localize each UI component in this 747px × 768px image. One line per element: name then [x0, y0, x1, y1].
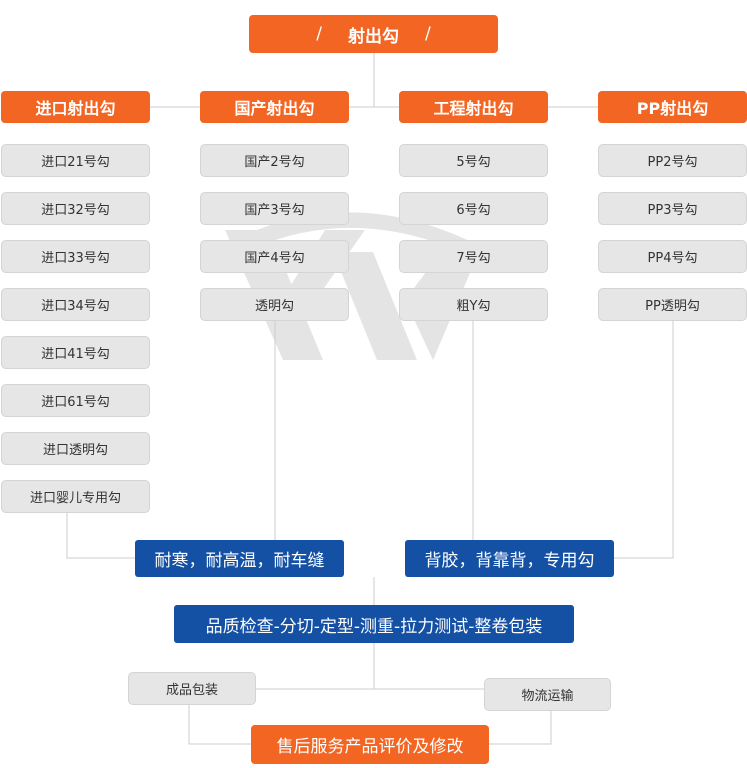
packaging-box: 成品包装: [128, 672, 256, 705]
item-engineering-6: 6号勾: [399, 192, 548, 225]
after-sales-box: 售后服务产品评价及修改: [251, 725, 489, 764]
item-engineering-thick-y: 粗Y勾: [399, 288, 548, 321]
title-slash-left: /: [316, 24, 322, 44]
features-right: 背胶，背靠背，专用勾: [405, 540, 614, 577]
item-pp-4: PP4号勾: [598, 240, 747, 273]
title-text: 射出勾: [348, 26, 399, 47]
title-slash-right: /: [425, 24, 431, 44]
item-imported-transparent: 进口透明勾: [1, 432, 150, 465]
item-imported-41: 进口41号勾: [1, 336, 150, 369]
logistics-box: 物流运输: [484, 678, 611, 711]
title-box: / 射出勾 /: [249, 15, 498, 53]
category-pp: PP射出勾: [598, 91, 747, 123]
item-domestic-4: 国产4号勾: [200, 240, 349, 273]
item-imported-21: 进口21号勾: [1, 144, 150, 177]
item-imported-34: 进口34号勾: [1, 288, 150, 321]
category-engineering: 工程射出勾: [399, 91, 548, 123]
item-domestic-3: 国产3号勾: [200, 192, 349, 225]
item-pp-3: PP3号勾: [598, 192, 747, 225]
features-left: 耐寒，耐高温，耐车缝: [135, 540, 344, 577]
item-imported-33: 进口33号勾: [1, 240, 150, 273]
item-imported-baby: 进口婴儿专用勾: [1, 480, 150, 513]
category-domestic: 国产射出勾: [200, 91, 349, 123]
category-imported: 进口射出勾: [1, 91, 150, 123]
item-domestic-transparent: 透明勾: [200, 288, 349, 321]
process-step: 品质检查-分切-定型-测重-拉力测试-整卷包装: [174, 605, 574, 643]
item-imported-32: 进口32号勾: [1, 192, 150, 225]
item-engineering-7: 7号勾: [399, 240, 548, 273]
item-pp-2: PP2号勾: [598, 144, 747, 177]
item-engineering-5: 5号勾: [399, 144, 548, 177]
item-domestic-2: 国产2号勾: [200, 144, 349, 177]
item-pp-transparent: PP透明勾: [598, 288, 747, 321]
item-imported-61: 进口61号勾: [1, 384, 150, 417]
